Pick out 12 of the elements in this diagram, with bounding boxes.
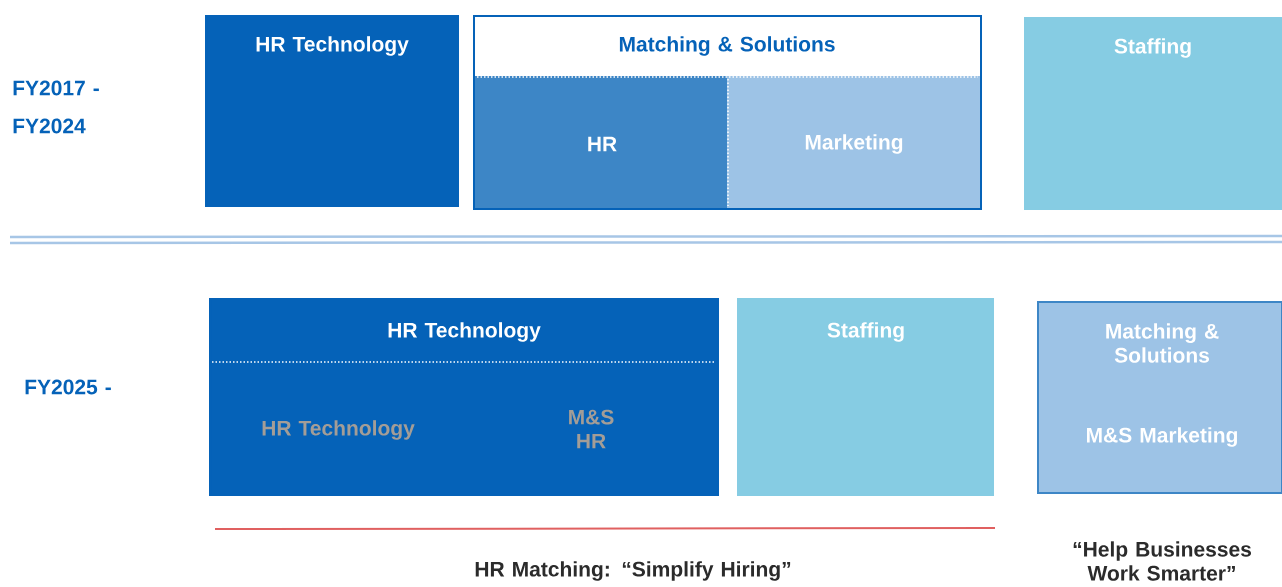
segment-box: Marketing [727,76,980,208]
tagline: “Help Businesses Work Smarter” [1073,541,1251,581]
segment-box: Staffing [737,298,994,496]
period-label: FY2017 - FY2024 [13,80,99,134]
period-label: FY2025 - [25,379,111,395]
segment-box: Staffing [1024,17,1282,210]
segment-box: HR Technology [205,15,459,207]
segment-box: HR [475,76,729,208]
segment-box: Matching & Solutions HR Marketing [473,15,982,210]
segment-box: HR Technology HR Technology M&S HR [209,298,719,496]
segment-box: Matching & Solutions M&S Marketing [1037,301,1282,494]
tagline: HR Matching: “Simplify Hiring” [475,561,791,581]
